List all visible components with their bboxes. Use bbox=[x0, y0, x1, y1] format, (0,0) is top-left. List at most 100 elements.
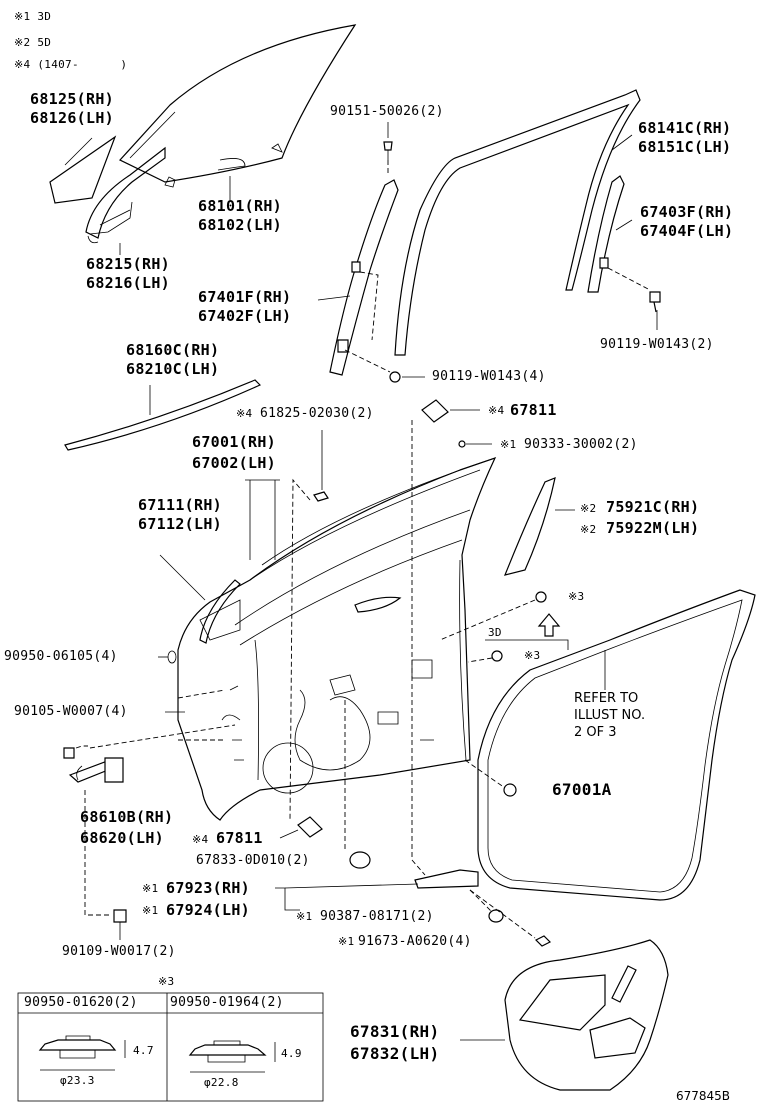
mark-75922: ※2 bbox=[580, 523, 597, 536]
label-68101[interactable]: 68101(RH) bbox=[198, 197, 282, 215]
lock-bracket bbox=[414, 869, 479, 889]
label-90105[interactable]: 90105-W0007(4) bbox=[14, 704, 128, 719]
label-67811-lower[interactable]: 67811 bbox=[216, 829, 263, 847]
door-weatherstrip bbox=[477, 589, 756, 901]
note-4: ※4 (1407- ) bbox=[14, 58, 128, 71]
plug-67833 bbox=[349, 851, 371, 869]
label-68216[interactable]: 68216(LH) bbox=[86, 274, 170, 292]
belt-moulding bbox=[64, 379, 262, 451]
mark-61825: ※4 bbox=[236, 407, 253, 420]
note-1: ※1 3D bbox=[14, 10, 52, 23]
bolt-90119-left bbox=[389, 371, 401, 383]
label-68151[interactable]: 68151C(LH) bbox=[638, 138, 732, 156]
label-67831[interactable]: 67831(RH) bbox=[350, 1022, 440, 1041]
label-90119-right[interactable]: 90119-W0143(2) bbox=[600, 337, 714, 352]
dim-height-2: 4.9 bbox=[281, 1047, 302, 1060]
clip-x3-b bbox=[491, 650, 503, 662]
screw-91673 bbox=[534, 935, 552, 947]
label-90333[interactable]: 90333-30002(2) bbox=[524, 437, 638, 452]
door-trim-panel bbox=[504, 939, 669, 1091]
label-90151[interactable]: 90151-50026(2) bbox=[330, 104, 444, 119]
door-shell bbox=[177, 456, 497, 821]
label-67811-top[interactable]: 67811 bbox=[510, 401, 557, 419]
label-67401[interactable]: 67401F(RH) bbox=[198, 288, 292, 306]
bolt-90109 bbox=[113, 909, 127, 923]
mark-75921: ※2 bbox=[580, 502, 597, 515]
clip-90950 bbox=[167, 650, 177, 664]
clip-90151 bbox=[383, 141, 393, 151]
label-67002[interactable]: 67002(LH) bbox=[192, 454, 276, 472]
label-67833[interactable]: 67833-0D010(2) bbox=[196, 853, 310, 868]
label-68126[interactable]: 68126(LH) bbox=[30, 109, 114, 127]
label-68160[interactable]: 68160C(RH) bbox=[126, 341, 220, 359]
detail-box-mark: ※3 bbox=[158, 975, 175, 988]
clip-90950-01620 bbox=[38, 1039, 117, 1051]
label-90950[interactable]: 90950-06105(4) bbox=[4, 649, 118, 664]
mark-90387: ※1 bbox=[296, 910, 313, 923]
illustration-code: 677845B bbox=[676, 1089, 731, 1103]
quarter-glass bbox=[49, 135, 117, 204]
dim-diameter-2: φ22.8 bbox=[204, 1076, 239, 1089]
rear-run-channel bbox=[587, 175, 625, 293]
label-68215[interactable]: 68215(RH) bbox=[86, 255, 170, 273]
mark-91673: ※1 bbox=[338, 935, 355, 948]
label-3d: 3D bbox=[488, 626, 502, 639]
label-61825[interactable]: 61825-02030(2) bbox=[260, 406, 374, 421]
clip-67001A bbox=[503, 783, 517, 797]
label-67404[interactable]: 67404F(LH) bbox=[640, 222, 734, 240]
label-75921[interactable]: 75921C(RH) bbox=[606, 498, 700, 516]
door-outer-moulding bbox=[199, 579, 241, 644]
label-90119-left[interactable]: 90119-W0143(4) bbox=[432, 369, 546, 384]
label-75922[interactable]: 75922M(LH) bbox=[606, 519, 700, 537]
label-67001A[interactable]: 67001A bbox=[552, 780, 612, 799]
label-68102[interactable]: 68102(LH) bbox=[198, 216, 282, 234]
detail-box bbox=[17, 992, 324, 1102]
label-67403[interactable]: 67403F(RH) bbox=[640, 203, 734, 221]
dim-height-1: 4.7 bbox=[133, 1044, 154, 1057]
bolt-90119-right bbox=[649, 291, 661, 313]
label-90387[interactable]: 90387-08171(2) bbox=[320, 909, 434, 924]
label-68141[interactable]: 68141C(RH) bbox=[638, 119, 732, 137]
dim-diameter-1: φ23.3 bbox=[60, 1074, 95, 1087]
mark-67923: ※1 bbox=[142, 882, 159, 895]
label-90109[interactable]: 90109-W0017(2) bbox=[62, 944, 176, 959]
mark-67811-lower: ※4 bbox=[192, 833, 209, 846]
label-67924[interactable]: 67924(LH) bbox=[166, 901, 250, 919]
clip-x3-a bbox=[535, 591, 547, 603]
sash-cover bbox=[504, 477, 556, 576]
label-91673[interactable]: 91673-A0620(4) bbox=[358, 934, 472, 949]
label-67111[interactable]: 67111(RH) bbox=[138, 496, 222, 514]
label-68125[interactable]: 68125(RH) bbox=[30, 90, 114, 108]
clip-90950-01964 bbox=[188, 1044, 267, 1056]
label-67112[interactable]: 67112(LH) bbox=[138, 515, 222, 533]
mark-67811-top: ※4 bbox=[488, 404, 505, 417]
bolt-90105 bbox=[63, 747, 75, 759]
door-glass bbox=[119, 24, 357, 183]
detail-box-title-1[interactable]: 90950-01620(2) bbox=[24, 995, 138, 1010]
label-68210[interactable]: 68210C(LH) bbox=[126, 360, 220, 378]
arrow-up bbox=[537, 613, 561, 637]
grommet-90387 bbox=[488, 909, 504, 923]
clip-90333 bbox=[458, 440, 466, 448]
label-68610[interactable]: 68610B(RH) bbox=[80, 808, 174, 826]
label-67832[interactable]: 67832(LH) bbox=[350, 1044, 440, 1063]
pad-67811 bbox=[421, 399, 449, 423]
label-67402[interactable]: 67402F(LH) bbox=[198, 307, 292, 325]
mark-90333: ※1 bbox=[500, 438, 517, 451]
mark-x3-b: ※3 bbox=[524, 649, 541, 662]
pad-67811-lower bbox=[297, 816, 323, 838]
label-68620[interactable]: 68620(LH) bbox=[80, 829, 164, 847]
refer-note: REFER TO ILLUST NO. 2 OF 3 bbox=[574, 691, 646, 740]
note-2: ※2 5D bbox=[14, 36, 52, 49]
mark-67924: ※1 bbox=[142, 904, 159, 917]
quarter-channel bbox=[85, 146, 166, 239]
door-frame-moulding bbox=[394, 89, 641, 356]
label-67923[interactable]: 67923(RH) bbox=[166, 879, 250, 897]
mark-x3-a: ※3 bbox=[568, 590, 585, 603]
label-67001[interactable]: 67001(RH) bbox=[192, 433, 276, 451]
front-run-channel bbox=[329, 179, 399, 376]
detail-box-title-2[interactable]: 90950-01964(2) bbox=[170, 995, 284, 1010]
clip-61825 bbox=[313, 491, 329, 502]
